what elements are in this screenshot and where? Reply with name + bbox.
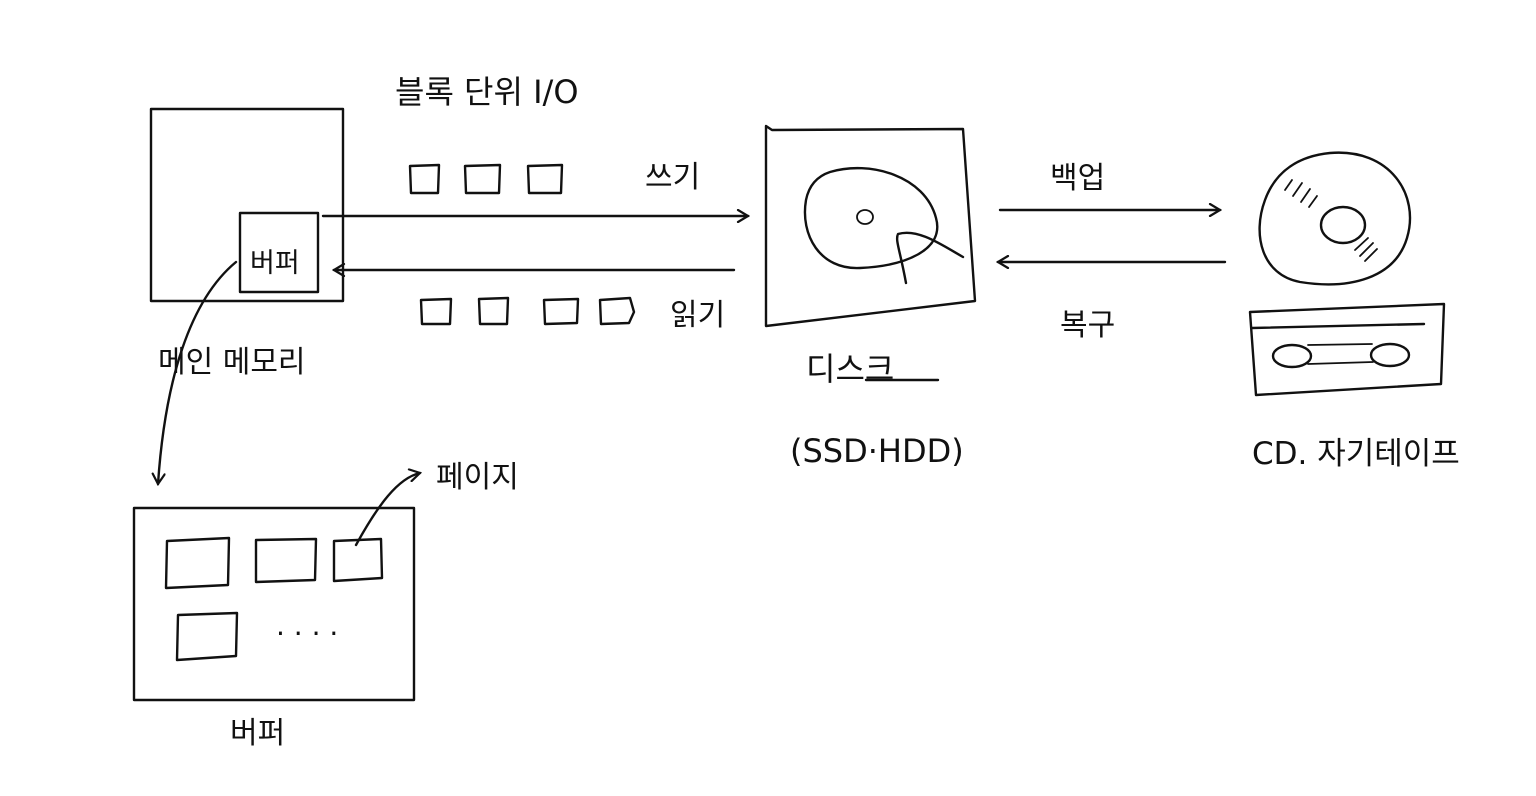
page-frame-2	[254, 537, 318, 584]
buffer-large-label: 버퍼	[230, 716, 285, 751]
tape-reel-left	[1271, 343, 1313, 369]
buffer-small-box	[238, 211, 320, 294]
page-frame-3	[332, 537, 384, 583]
block-io-label: 블록 단위 I/O	[395, 73, 579, 111]
read-block-2	[477, 296, 510, 326]
page-frame-1	[164, 536, 231, 590]
tape-reel-right	[1369, 342, 1411, 368]
cd-tape-label: CD. 자기테이프	[1252, 436, 1460, 472]
buffer-large-box	[132, 506, 416, 702]
write-block-2	[463, 163, 502, 195]
main-memory-label: 메인 메모리	[158, 345, 306, 380]
buffer-link-arrow	[158, 260, 238, 484]
disk-frame	[764, 124, 977, 328]
cd-hole	[1319, 205, 1367, 245]
read-block-1	[419, 297, 453, 326]
tape-body	[1248, 302, 1446, 397]
page-frame-4	[175, 611, 239, 662]
write-block-1	[408, 163, 441, 195]
page-frames	[164, 536, 384, 662]
cd-shine-lines	[1284, 179, 1378, 262]
disk-spindle	[856, 209, 874, 225]
disk-label: 디스크	[806, 350, 894, 388]
disk-platter	[803, 167, 939, 270]
buffer-small-label: 버퍼	[250, 248, 300, 279]
cd-disc	[1258, 151, 1412, 286]
disk-types-label: (SSD·HDD)	[790, 432, 964, 470]
disk-arm	[895, 231, 965, 285]
page-pointer-arrow	[354, 473, 420, 547]
read-label: 읽기	[670, 298, 725, 333]
main-memory-box	[149, 107, 345, 303]
tape-band	[1307, 343, 1374, 365]
read-block-4	[598, 296, 636, 326]
tape-top-line	[1250, 322, 1426, 330]
page-label: 페이지	[436, 460, 519, 495]
write-label: 쓰기	[645, 160, 700, 195]
read-blocks	[419, 296, 636, 326]
write-block-3	[526, 163, 564, 195]
backup-label: 백업	[1050, 161, 1105, 196]
restore-label: 복구	[1060, 308, 1115, 343]
write-blocks	[408, 163, 564, 195]
read-block-3	[542, 297, 580, 326]
ellipsis-dots: . . . .	[276, 609, 338, 642]
